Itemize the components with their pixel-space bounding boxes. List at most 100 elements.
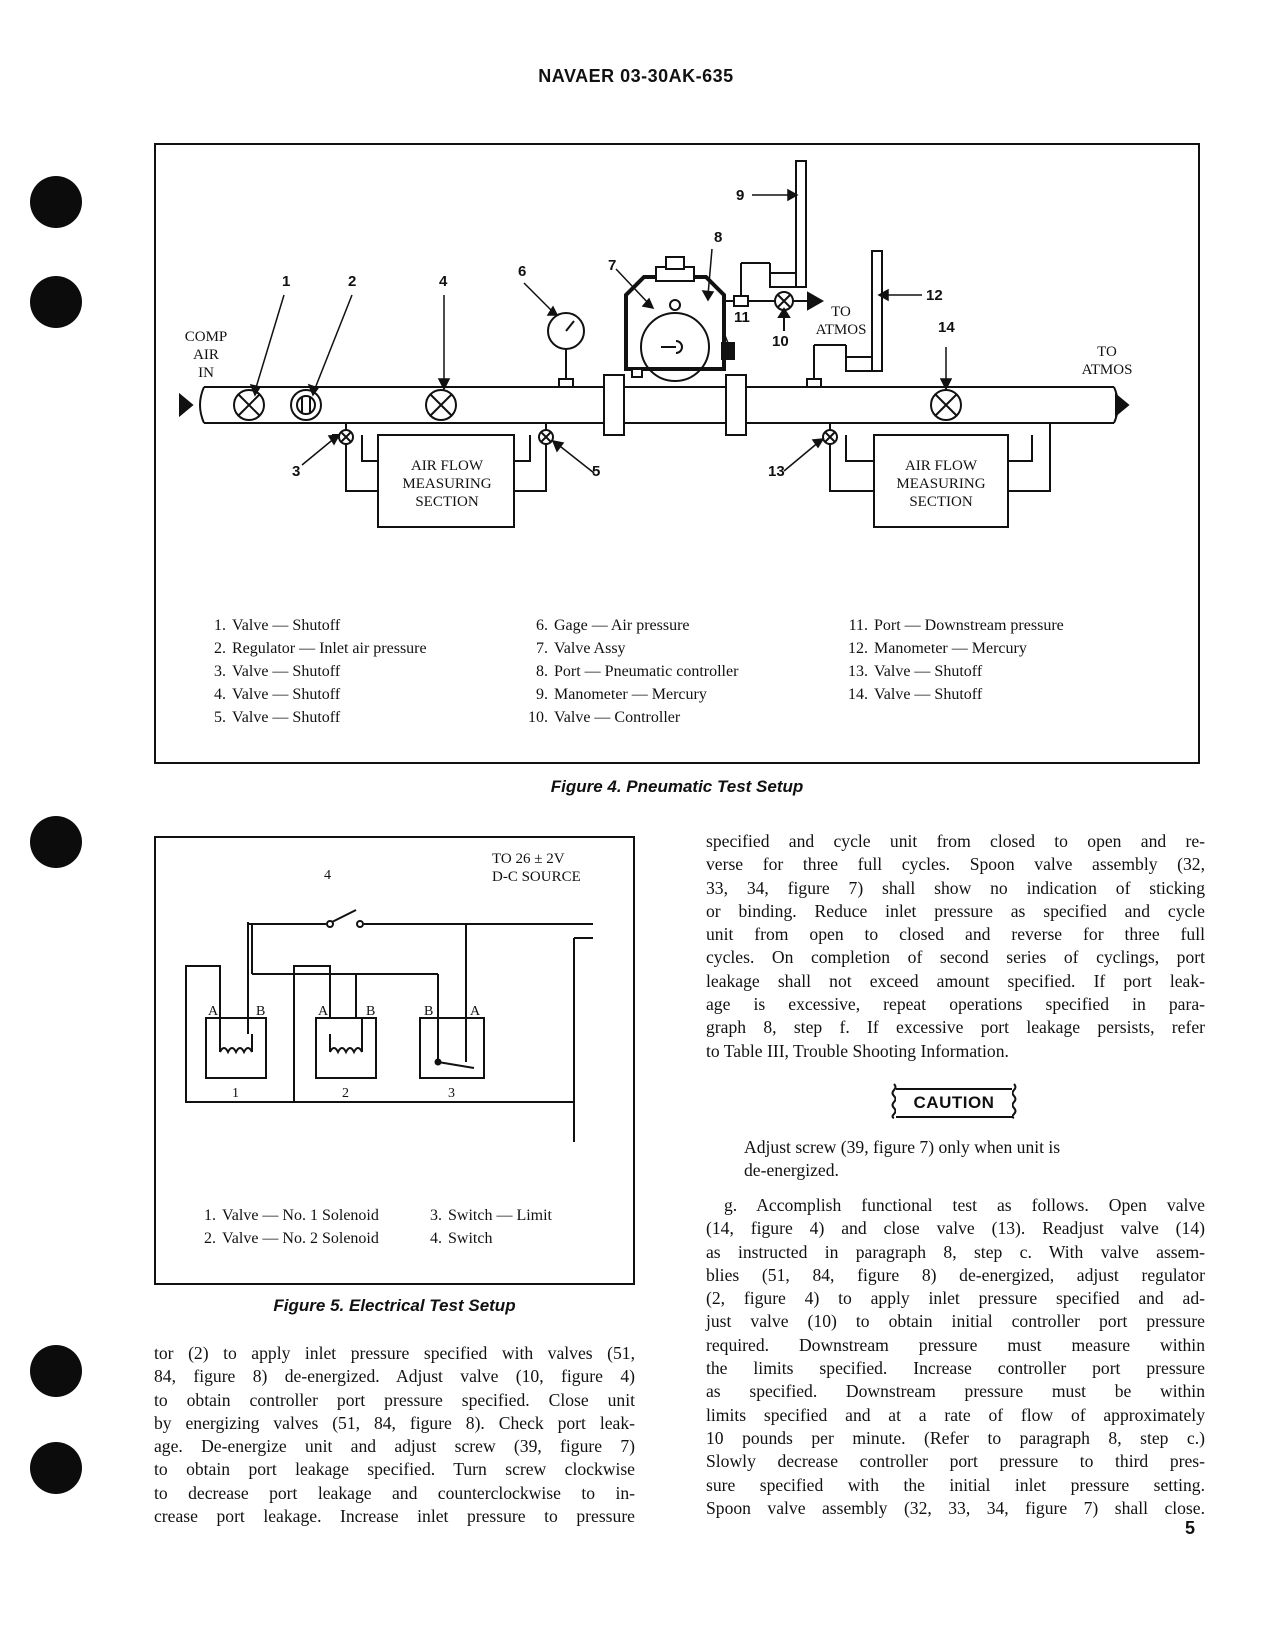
pneumatic-schematic xyxy=(179,160,1130,528)
text-line: limits specified and at a rate of flow o… xyxy=(706,1404,1205,1425)
air-flow-measuring-section-right xyxy=(873,434,1009,528)
legend-item: 13.Valve — Shutoff xyxy=(848,663,983,680)
unit-1-label: 1 xyxy=(232,1086,239,1101)
text-line: verse for three full cycles. Spoon valve… xyxy=(706,854,1205,875)
text-line: Slowly decrease controller port pressure… xyxy=(706,1451,1205,1472)
callout-11: 11 xyxy=(734,309,750,326)
shutoff-valve-4-icon xyxy=(425,389,457,421)
text-line: to Table III, Trouble Shooting Informati… xyxy=(706,1040,1009,1061)
callout-4: 4 xyxy=(439,273,448,290)
legend-item: 7.Valve Assy xyxy=(536,640,626,657)
legend-item: 9.Manometer — Mercury xyxy=(536,686,707,703)
binder-hole xyxy=(30,816,82,868)
regulator-icon xyxy=(290,389,322,421)
text-line: leakage shall not exceed amount specifie… xyxy=(706,970,1205,991)
switch-4-blade xyxy=(331,909,357,923)
valve-flange-right xyxy=(725,374,747,436)
outlet-arrow-icon xyxy=(1115,392,1130,418)
callout-1: 1 xyxy=(282,273,291,290)
page-number: 5 xyxy=(1185,1518,1196,1538)
shutoff-valve-3-icon xyxy=(338,429,354,445)
terminal-a-3: A xyxy=(470,1004,481,1019)
legend-item: 1.Valve — No. 1 Solenoid xyxy=(204,1207,379,1224)
left-column-text: tor (2) to apply inlet pressure specifie… xyxy=(154,1342,635,1528)
air-flow-measuring-section-left xyxy=(377,434,515,528)
downstream-port-icon xyxy=(721,342,735,360)
legend-item: 2.Regulator — Inlet air pressure xyxy=(214,640,427,657)
pipe-end-left xyxy=(199,386,205,424)
legend-item: 2.Valve — No. 2 Solenoid xyxy=(204,1230,379,1247)
binder-hole xyxy=(30,176,82,228)
text-line: unit from open to closed and reverse for… xyxy=(706,924,1205,945)
text-line: blies (51, 84, figure 8) de-energized, a… xyxy=(706,1264,1205,1285)
text-line: by energizing valves (51, 84, figure 8).… xyxy=(154,1412,635,1433)
solenoid-2-box xyxy=(315,1017,377,1079)
text-line: as instructed in paragraph 8, step c. Wi… xyxy=(706,1241,1205,1262)
callout-7: 7 xyxy=(608,257,617,274)
figure-5-caption: Figure 5. Electrical Test Setup xyxy=(273,1296,516,1315)
callout-5: 5 xyxy=(592,463,601,480)
text-line: graph 8, step f. If excessive port leaka… xyxy=(706,1017,1205,1038)
figure-4-legend-col3: 11.Port — Downstream pressure 12.Manomet… xyxy=(842,614,1064,706)
right-column-text-top: specified and cycle unit from closed to … xyxy=(706,830,1205,1063)
legend-item: 4.Switch xyxy=(430,1230,493,1247)
text-line: the limits specified. Increase controlle… xyxy=(706,1358,1205,1379)
legend-item: 10.Valve — Controller xyxy=(528,709,681,726)
text-line: tor (2) to apply inlet pressure specifie… xyxy=(154,1343,635,1363)
text-line: specified and cycle unit from closed to … xyxy=(706,831,1205,851)
legend-item: 6.Gage — Air pressure xyxy=(536,617,690,634)
callout-12: 12 xyxy=(926,287,943,304)
callout-9: 9 xyxy=(736,187,745,204)
text-line: 33, 34, figure 7) shall show no indicati… xyxy=(706,877,1205,898)
callout-2: 2 xyxy=(348,273,357,290)
valve-flange-left xyxy=(603,374,625,436)
text-line: to obtain port leakage specified. Turn s… xyxy=(154,1459,635,1480)
text-line: g. Accomplish functional test as follows… xyxy=(724,1195,1205,1215)
manometer-12-tube xyxy=(871,250,883,372)
text-line: 10 pounds per minute. (Refer to paragrap… xyxy=(706,1427,1205,1448)
figure-4-caption: Figure 4. Pneumatic Test Setup xyxy=(550,777,804,796)
figure-5-legend-col2: 3.Switch — Limit 4.Switch xyxy=(422,1204,552,1250)
text-line: to obtain controller port pressure speci… xyxy=(154,1389,635,1410)
text-line: just valve (10) to obtain initial contro… xyxy=(706,1311,1205,1332)
shutoff-valve-5-icon xyxy=(538,429,554,445)
caution-line-1: Adjust screw (39, figure 7) only when un… xyxy=(744,1137,1061,1157)
terminal-b-1: B xyxy=(256,1004,266,1019)
legend-item: 4.Valve — Shutoff xyxy=(214,686,341,703)
caution-frame xyxy=(891,1083,1017,1119)
valve-assy-dial xyxy=(640,312,710,382)
callout-14: 14 xyxy=(938,319,955,336)
inlet-arrow-icon xyxy=(179,392,194,418)
vent-arrow-icon xyxy=(807,291,825,311)
binder-hole xyxy=(30,1345,82,1397)
shutoff-valve-13-icon xyxy=(822,429,838,445)
legend-item: 8.Port — Pneumatic controller xyxy=(536,663,739,680)
text-line: or binding. Reduce inlet pressure as spe… xyxy=(706,900,1205,921)
valve-assy-body xyxy=(624,275,726,371)
right-column-text-bottom: g. Accomplish functional test as follows… xyxy=(706,1194,1205,1520)
figure-5-legend-col1: 1.Valve — No. 1 Solenoid 2.Valve — No. 2… xyxy=(196,1204,379,1250)
caution-text: Adjust screw (39, figure 7) only when un… xyxy=(744,1136,1184,1183)
terminal-a-2: A xyxy=(318,1004,329,1019)
callout-10: 10 xyxy=(772,333,789,350)
unit-3-label: 3 xyxy=(448,1086,455,1101)
legend-item: 3.Switch — Limit xyxy=(430,1207,552,1224)
text-line: 84, figure 8) de-energized. Adjust valve… xyxy=(154,1366,635,1387)
legend-item: 14.Valve — Shutoff xyxy=(848,686,983,703)
caution-line-2: de-energized. xyxy=(744,1160,839,1181)
callout-13: 13 xyxy=(768,463,785,480)
shutoff-valve-1-icon xyxy=(233,389,265,421)
text-line: sure specified with the initial inlet pr… xyxy=(706,1474,1205,1495)
text-line: (2, figure 4) to apply inlet pressure sp… xyxy=(706,1288,1205,1309)
binder-hole xyxy=(30,276,82,328)
legend-item: 3.Valve — Shutoff xyxy=(214,663,341,680)
text-line: as specified. Downstream pressure must b… xyxy=(706,1381,1205,1402)
terminal-b-3: B xyxy=(424,1004,434,1019)
